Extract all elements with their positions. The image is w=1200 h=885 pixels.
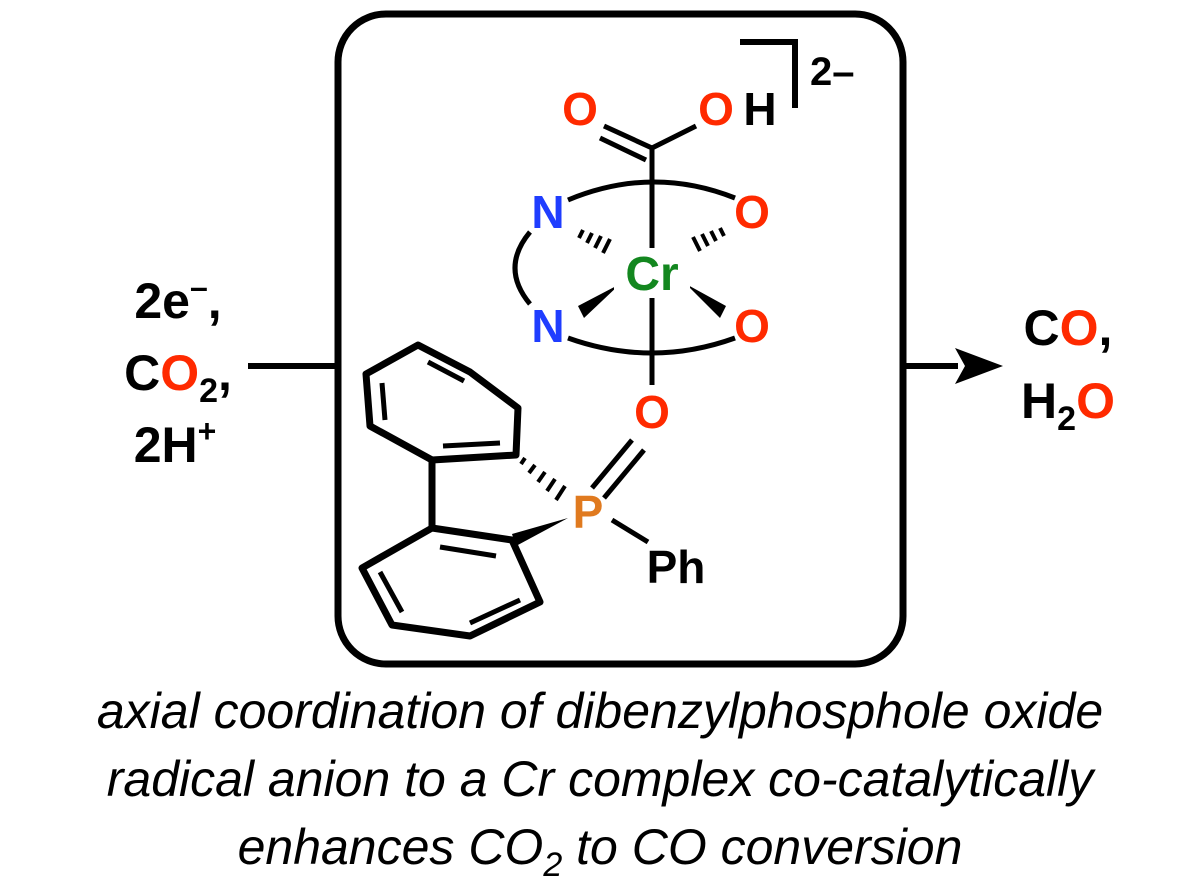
caption-line-3: enhances CO2 to CO conversion [238,819,963,884]
po-double-bond-1 [590,438,634,490]
hashed-wedge-cr-o-top [691,227,726,252]
reactant-electrons: 2e–, [134,269,221,329]
hydroxyl-hydrogen: H [743,83,776,135]
reactants: 2e–, CO2, 2H+ [124,269,232,473]
caption-line-2: radical anion to a Cr complex co-catalyt… [107,751,1097,807]
p-phenyl-bond [610,517,650,545]
chromium-complex: 2– O O H N N O O [358,39,855,640]
catalyst-box [334,10,907,668]
charge-bracket [740,39,798,108]
oxygen-right-bottom: O [734,300,770,352]
nitrogen-top: N [531,186,564,238]
cr-label-backdrop [614,248,690,298]
arrow-head [955,348,1003,384]
solid-wedge-cr-n-bottom [578,284,620,318]
upper-benzene-ring [362,341,522,464]
product-co: CO, [1024,300,1113,356]
oxygen-right-top: O [734,186,770,238]
hashed-wedge-cr-n-top [577,229,612,254]
nn-bridge-arc [512,230,532,306]
charge-label: 2– [810,50,855,94]
solid-wedge-cr-o-bottom [686,284,726,318]
carboxyl-oxygen: O [562,83,598,135]
co-double-bond-1 [602,123,654,151]
reactant-co2: CO2, [124,345,232,410]
products: CO, H2O [1021,300,1115,438]
po-double-bond-2 [602,448,646,500]
caption: axial coordination of dibenzylphosphole … [97,683,1103,884]
lower-benzene-ring [358,524,544,640]
phenyl-label: Ph [647,541,706,593]
reactant-protons: 2H+ [134,413,217,473]
hashed-wedge-p-upper-ring [519,456,567,502]
co-double-bond-2 [598,135,648,163]
solid-wedge-p-lower-ring [512,518,568,546]
nitrogen-bottom: N [531,300,564,352]
upper-ligand-arc [567,179,736,203]
axial-oxygen: O [634,386,670,438]
hydroxyl-oxygen: O [698,83,734,135]
phosphorus-atom: P [573,486,604,538]
chromium-atom: Cr [625,248,678,301]
c-oh-bond [650,123,698,151]
product-water: H2O [1021,373,1115,438]
caption-line-1: axial coordination of dibenzylphosphole … [97,683,1103,739]
